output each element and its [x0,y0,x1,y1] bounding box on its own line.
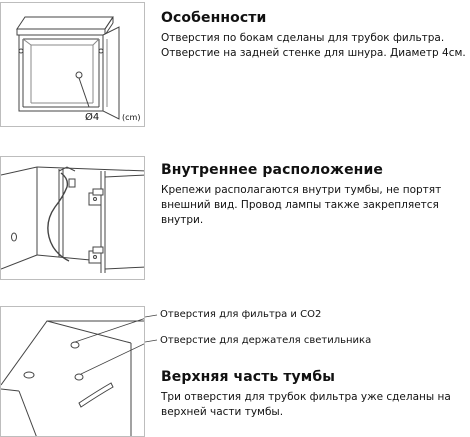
top-section: Отверстия для фильтра и CO2 Отверстие дл… [0,306,470,437]
description-line: Отверстия по бокам сделаны для трубок фи… [161,32,445,44]
description-line: Отверстие на задней стенке для шнура. Ди… [161,47,466,59]
description-line: внутри. [161,214,204,226]
section-heading-features: Особенности [161,10,267,26]
cabinet-open-door-drawing: Ø4 (cm) [16,16,140,123]
callout-lamp-holder-hole: Отверстие для держателя светильника [160,335,372,346]
description-line: внешний вид. Провод лампы также закрепля… [161,199,439,211]
section-description-features: Отверстия по бокам сделаны для трубок фи… [161,31,466,61]
cabinet-interior-drawing [1,166,144,273]
callout-filter-holes: Отверстия для фильтра и CO2 [160,309,322,320]
description-line: верхней части тумбы. [161,406,284,418]
description-line: Крепежи располагаются внутри тумбы, не п… [161,184,442,196]
cabinet-interior-illustration [0,156,145,280]
features-section: Ø4 (cm) Особенности Отверстия по бокам с… [0,0,470,130]
section-description-top: Три отверстия для трубок фильтра уже сде… [161,390,451,420]
unit-label: (cm) [122,113,140,122]
callout-leaders [145,314,158,343]
section-heading-top: Верхняя часть тумбы [161,369,335,385]
cabinet-top-illustration [0,306,145,437]
diameter-label: Ø4 [85,111,99,123]
interior-section: Внутреннее расположение Крепежи располаг… [0,150,470,285]
description-line: Три отверстия для трубок фильтра уже сде… [161,391,451,403]
cabinet-side-view-illustration: Ø4 (cm) [0,2,145,127]
cabinet-top-drawing [1,318,144,436]
section-heading-interior: Внутреннее расположение [161,162,383,178]
section-description-interior: Крепежи располагаются внутри тумбы, не п… [161,183,441,228]
